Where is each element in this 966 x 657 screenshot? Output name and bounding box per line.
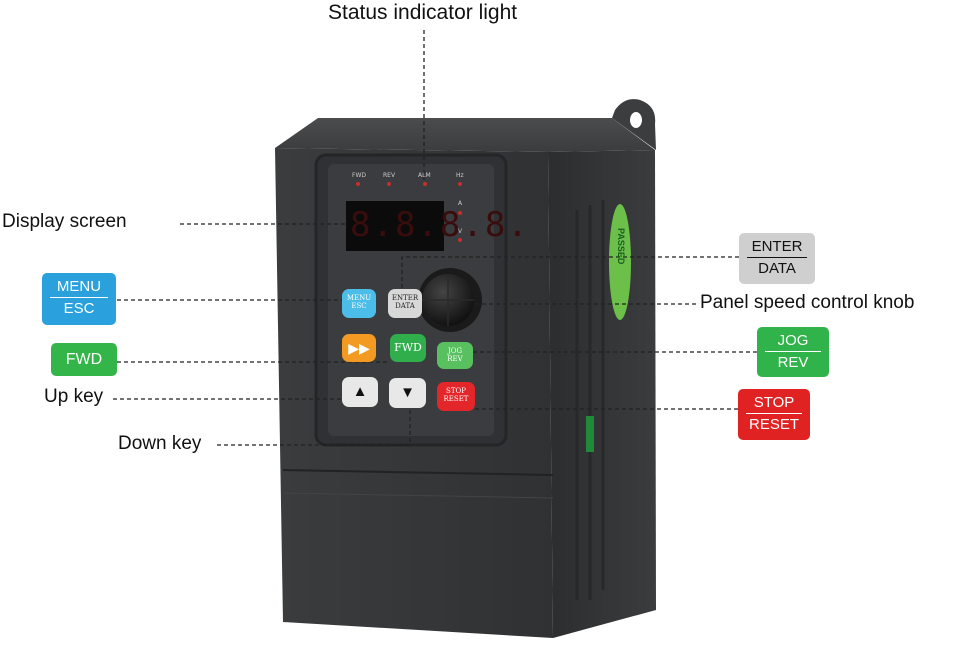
panel-down-button[interactable]: ▼ [389, 378, 426, 408]
panel-fwd-label: FWD [394, 341, 422, 354]
display-digits: 8.8.8.8. [350, 205, 530, 245]
enter-badge-top: ENTER [747, 237, 807, 258]
fwd-badge-label: FWD [65, 351, 103, 368]
panel-up-button[interactable]: ▲ [342, 377, 378, 407]
display-screen-callout: Display screen [2, 211, 127, 232]
passed-sticker [609, 204, 631, 320]
menu-badge-top: MENU [50, 277, 108, 298]
sticker-text: PASSED [616, 228, 626, 265]
panel-enter-data-button[interactable]: ENTER DATA [388, 289, 422, 318]
stop-badge-bottom: RESET [748, 416, 799, 433]
panel-enter-label: ENTER DATA [391, 294, 419, 310]
stop-reset-badge: STOP RESET [738, 389, 810, 440]
panel-menu-esc-button[interactable]: MENU ESC [342, 289, 376, 318]
led-label-v: V [458, 228, 463, 235]
panel-fast-forward-button[interactable]: ▶▶ [342, 334, 376, 362]
down-arrow-icon: ▼ [400, 384, 415, 401]
display-screen [346, 201, 444, 251]
fast-forward-icon: ▶▶ [348, 340, 370, 356]
stop-badge-top: STOP [746, 393, 802, 414]
enter-data-badge: ENTER DATA [739, 233, 815, 284]
panel-menu-label: MENU ESC [346, 294, 372, 310]
led-label-fwd: FWD [352, 172, 367, 179]
panel-fwd-button[interactable]: FWD [390, 334, 426, 362]
up-arrow-icon: ▲ [352, 383, 368, 400]
led-label-rev: REV [383, 172, 396, 179]
jog-badge-top: JOG [765, 331, 821, 352]
jog-badge-bottom: REV [777, 354, 809, 371]
fwd-badge: FWD [51, 343, 117, 376]
panel-knob-callout: Panel speed control knob [700, 292, 915, 313]
jog-rev-badge: JOG REV [757, 327, 829, 377]
led-label-hz: Hz [456, 172, 464, 179]
up-key-callout: Up key [44, 386, 104, 407]
down-key-callout: Down key [118, 433, 202, 454]
panel-jog-rev-button[interactable]: JOG REV [437, 342, 473, 369]
led-label-alm: ALM [418, 172, 431, 179]
panel-jog-label: JOG REV [447, 347, 463, 363]
status-indicator-callout: Status indicator light [328, 1, 518, 24]
panel-stop-label: STOP RESET [443, 387, 469, 403]
menu-esc-badge: MENU ESC [42, 273, 116, 325]
led-label-a: A [458, 200, 463, 207]
menu-badge-bottom: ESC [63, 300, 95, 317]
enter-badge-bottom: DATA [758, 260, 796, 277]
panel-stop-reset-button[interactable]: STOP RESET [437, 382, 475, 411]
device-top [275, 118, 655, 152]
